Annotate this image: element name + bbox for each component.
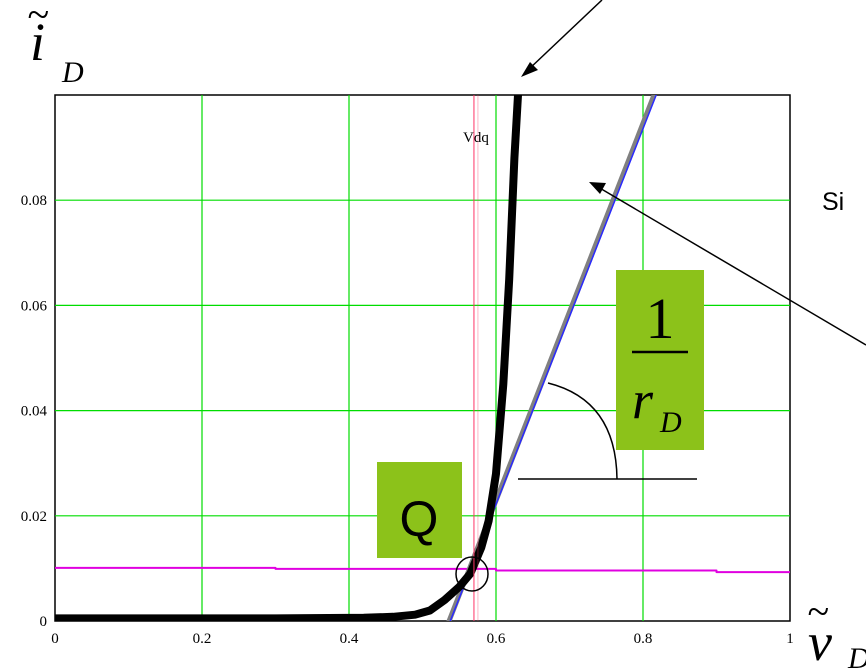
q-label-box: [377, 462, 462, 558]
pointer-arrows: [521, 0, 866, 346]
series-line-black-thick: [55, 95, 522, 621]
x-tick-label-3: 0.6: [487, 631, 506, 647]
slope-label-box: [616, 270, 704, 450]
x-tick-label-2: 0.4: [340, 631, 359, 647]
y-tick-label-4: 0.08: [21, 193, 47, 209]
y-tick-label-0: 0: [40, 614, 48, 630]
y-tick-label-2: 0.04: [21, 404, 48, 420]
y-tick-label-1: 0.02: [21, 509, 47, 525]
q-point-annotation: Q: [377, 462, 489, 592]
arrow-to-tangent-head: [589, 182, 606, 194]
slope-angle-arc: [547, 382, 618, 480]
slope-denominator: r: [632, 370, 654, 430]
x-axis-title-tilde: ~: [807, 589, 829, 634]
y-tick-label-3: 0.06: [21, 298, 48, 314]
slope-denominator-subscript: D: [659, 406, 682, 439]
side-text: Si: [822, 188, 844, 216]
x-tick-label-1: 0.2: [193, 631, 212, 647]
slope-annotation: 1 r D: [518, 270, 704, 480]
slope-numerator: 1: [646, 286, 675, 351]
q-point-circle: [455, 556, 489, 592]
x-axis-title-letter: v: [808, 612, 832, 668]
q-label: Q: [400, 491, 439, 547]
y-axis-title: i ~ D: [27, 0, 84, 89]
arrow-to-tangent-line: [597, 186, 866, 346]
y-axis-title-letter: i: [30, 12, 45, 72]
x-tick-label-5: 1: [786, 631, 794, 647]
x-tick-label-4: 0.8: [634, 631, 653, 647]
x-axis-title: v ~ D: [807, 589, 866, 668]
arrow-to-curve-head: [521, 62, 538, 77]
series-layer: [55, 95, 790, 621]
series-line-magenta: [55, 566, 790, 574]
y-axis-title-subscript: D: [61, 56, 84, 89]
x-tick-label-0: 0: [51, 631, 59, 647]
vdq-marker: Vdq: [463, 95, 489, 621]
x-axis-title-subscript: D: [847, 642, 866, 668]
arrow-to-curve-line: [527, 0, 603, 71]
y-axis-title-tilde: ~: [27, 0, 49, 37]
tick-labels: 0 0.2 0.4 0.6 0.8 1 0 0.02 0.04 0.06 0.08: [21, 193, 794, 647]
vdq-label: Vdq: [463, 130, 489, 146]
